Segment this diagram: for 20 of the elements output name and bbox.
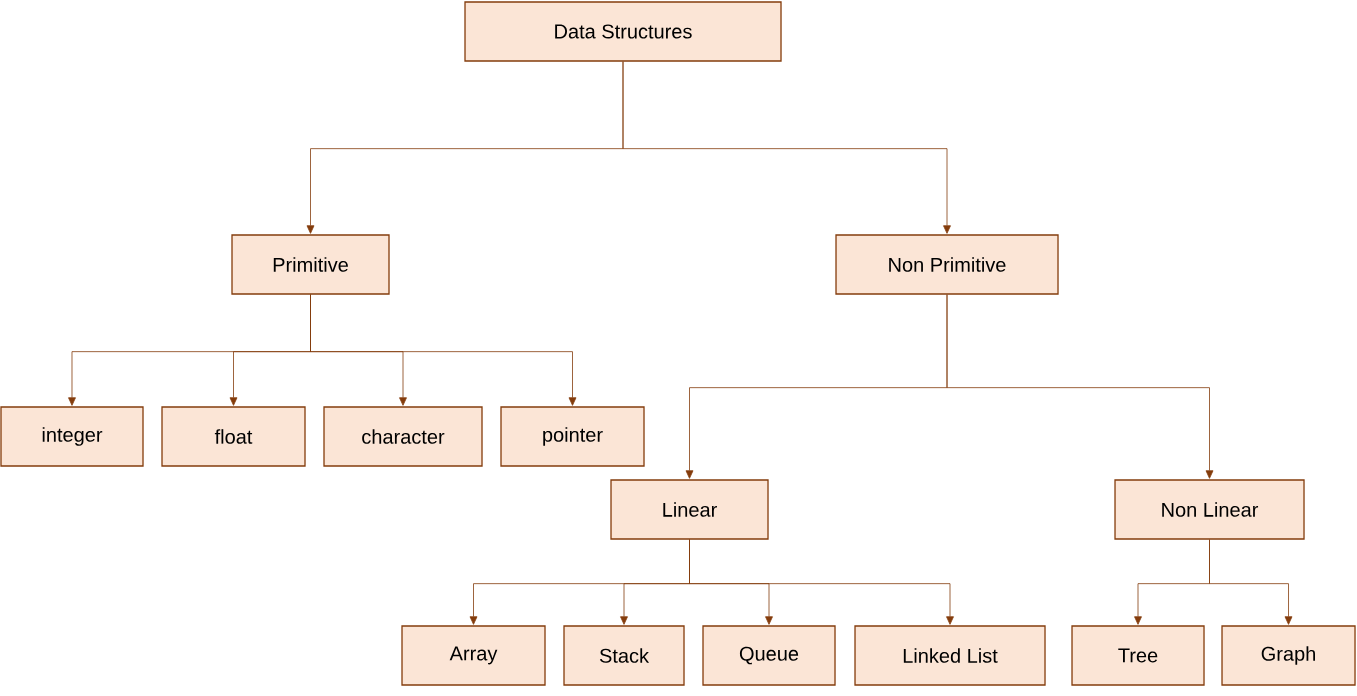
arrow: [310, 294, 577, 406]
category-box: float: [161, 406, 306, 467]
category-box: Data Structures: [464, 1, 782, 62]
category-box: Linked List: [854, 625, 1046, 686]
category-box: pointer: [500, 406, 645, 467]
category-box: Array: [401, 625, 546, 686]
category-box: Graph: [1221, 625, 1356, 686]
category-box: Primitive: [231, 234, 390, 295]
category-box: character: [323, 406, 483, 467]
arrow: [1209, 539, 1293, 625]
category-box: Queue: [702, 625, 836, 686]
arrow: [689, 539, 954, 625]
category-box: Tree: [1071, 625, 1205, 686]
category-box: Non Primitive: [835, 234, 1059, 295]
category-box: integer: [0, 406, 144, 467]
arrow: [622, 61, 951, 234]
arrow: [946, 294, 1214, 479]
category-box: Stack: [563, 625, 685, 686]
category-box: Linear: [610, 479, 769, 540]
category-box: Non Linear: [1114, 479, 1305, 540]
